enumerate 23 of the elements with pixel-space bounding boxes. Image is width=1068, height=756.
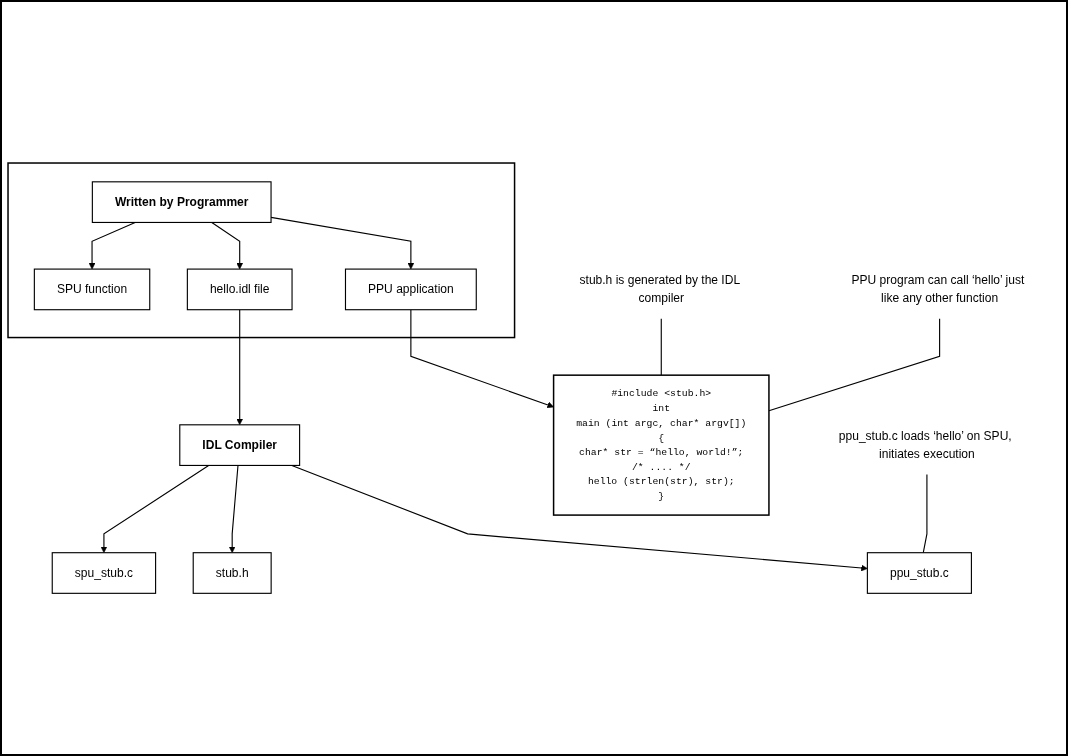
node-box: Written by Programmer — [91, 181, 272, 223]
node-text: stub.h is generated by the IDL compiler — [579, 273, 740, 305]
node-text: PPU program can call ‘hello’ just like any other function — [851, 273, 1025, 305]
connector — [660, 318, 662, 376]
node-text: ppu_stub.c loads ‘hello’ on SPU, initiates execution — [838, 429, 1012, 460]
arrow — [228, 464, 239, 553]
cluster — [7, 162, 516, 339]
node-box: IDL Compiler — [179, 424, 301, 466]
node-box: PPU application — [344, 268, 477, 311]
node-box: ppu_stub.c — [866, 551, 972, 594]
arrow — [291, 464, 868, 572]
arrow — [410, 308, 554, 408]
node-box: #include <stub.h> int main (int argc, char* argv[]) { char* str = “hello, world!”; /* .... */ hello (strlen(str), str); } — [552, 374, 770, 516]
connector — [922, 473, 928, 554]
arrow — [211, 221, 243, 270]
arrow — [236, 308, 243, 425]
node-box: stub.h — [192, 551, 272, 594]
connector — [768, 318, 941, 412]
node-box: spu_stub.c — [51, 551, 157, 594]
node-box: hello.idl file — [186, 268, 293, 311]
arrow — [88, 221, 136, 270]
arrow — [100, 464, 210, 553]
node-box: SPU function — [33, 268, 151, 311]
